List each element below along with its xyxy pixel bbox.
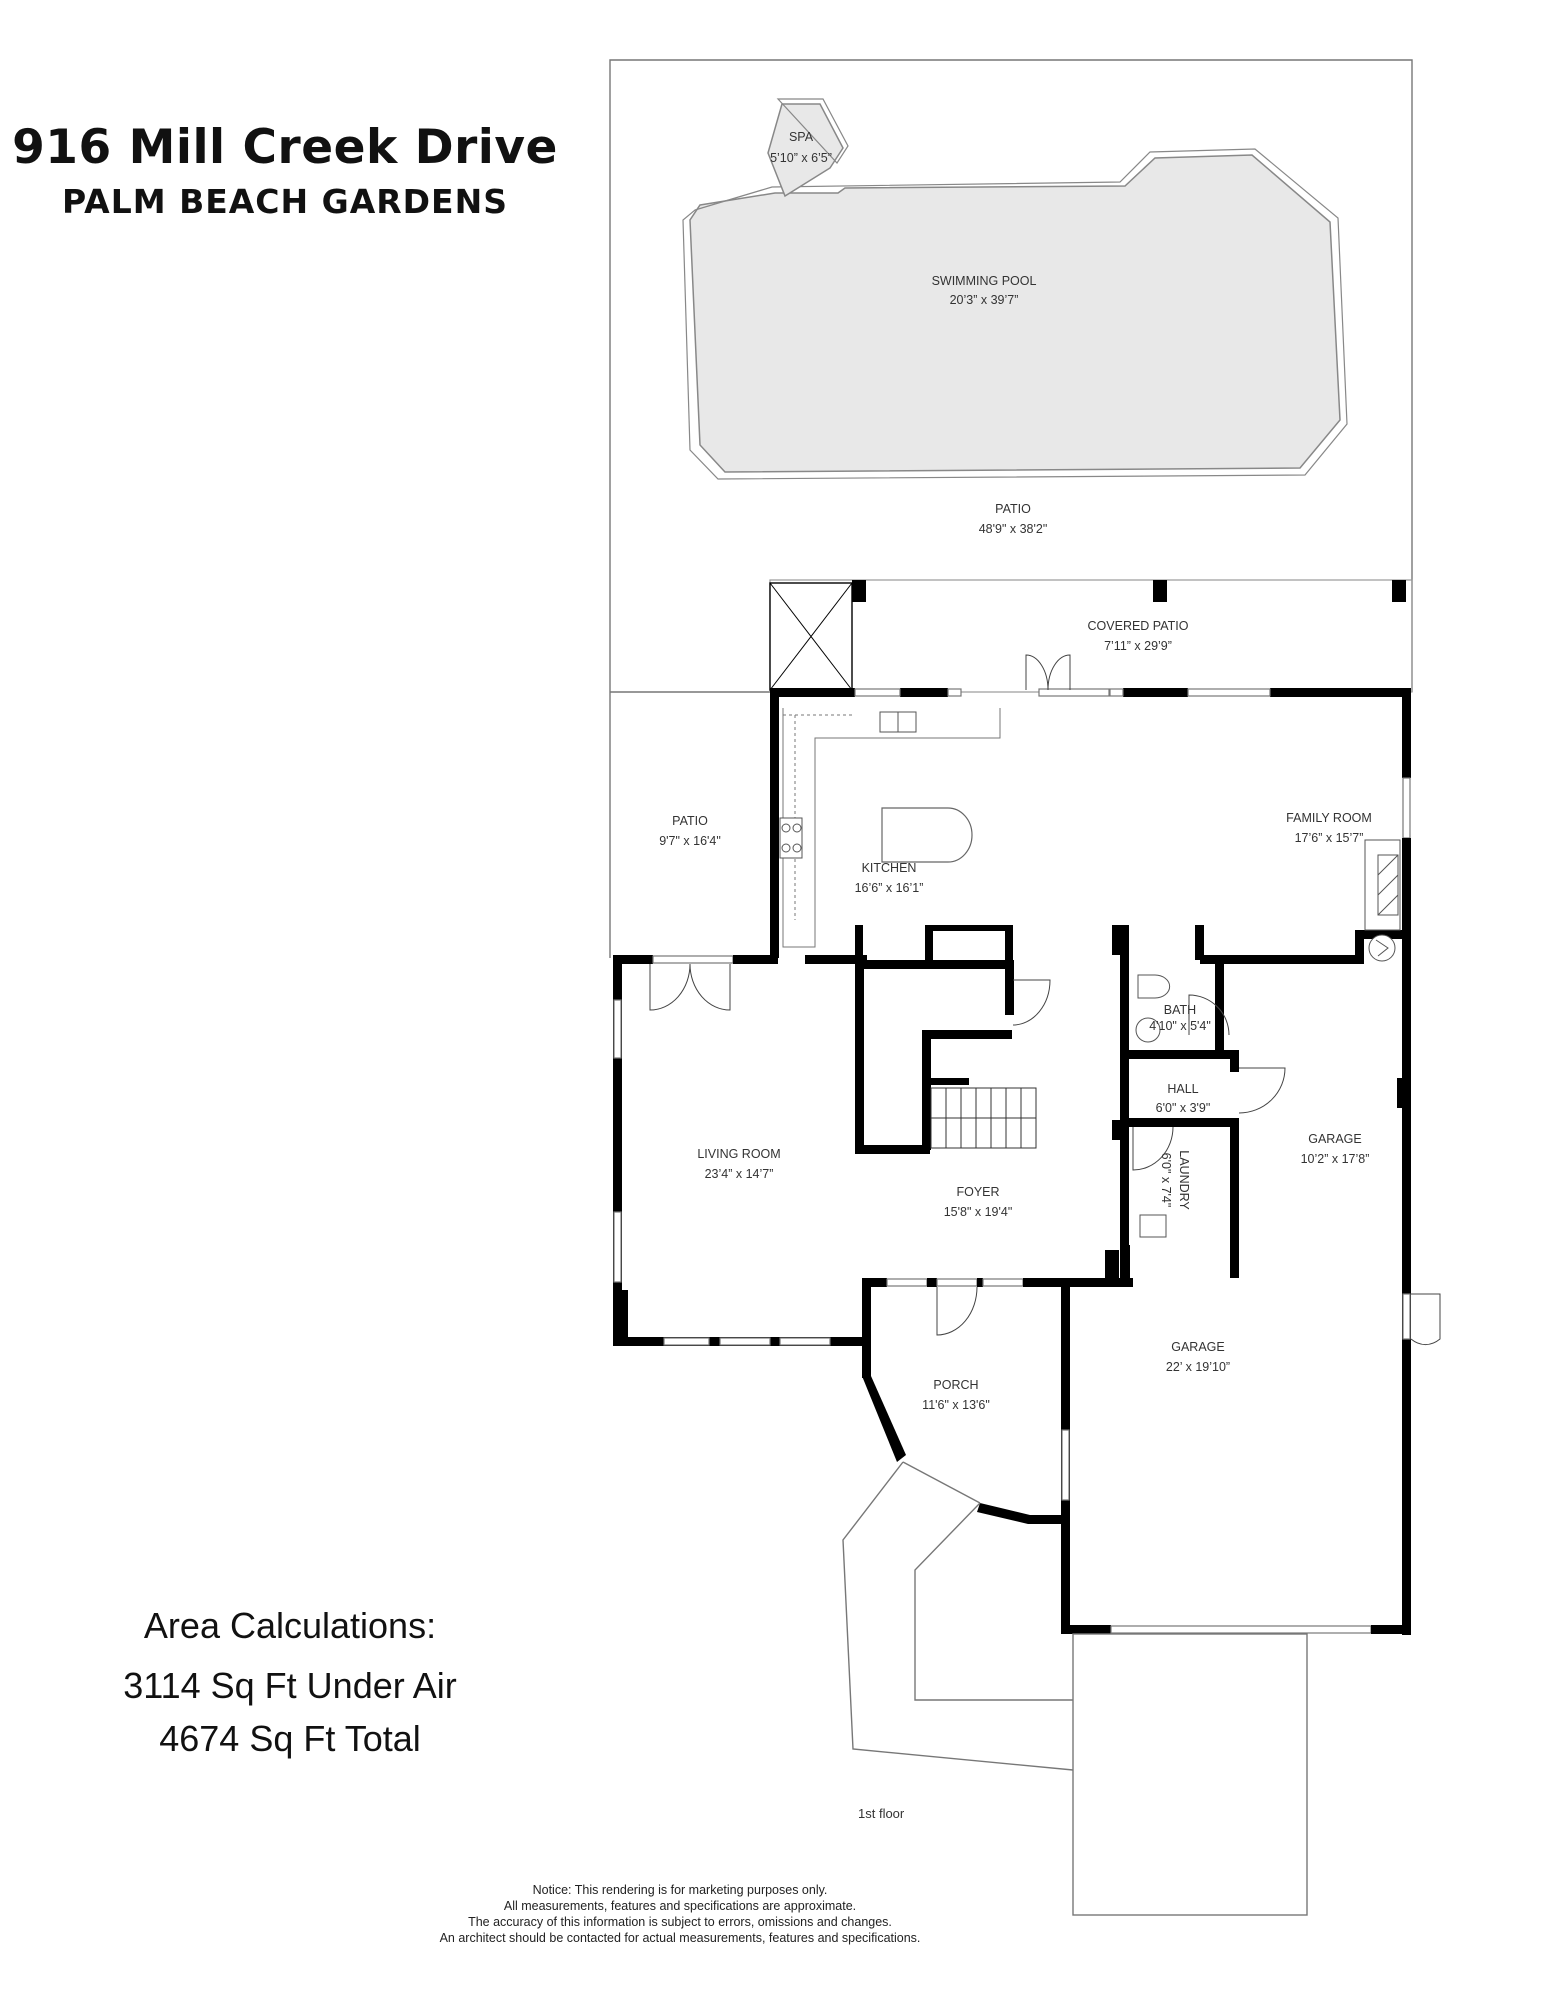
spa-dims: 5’10” x 6’5” — [770, 151, 832, 165]
laundry-name: LAUNDRY — [1177, 1150, 1191, 1210]
doors — [649, 654, 1441, 1346]
pool-name: SWIMMING POOL — [932, 274, 1037, 288]
garage-large-dims: 22’ x 19’10” — [1166, 1360, 1230, 1374]
kitchen-island — [881, 807, 973, 863]
notice-line: An architect should be contacted for act… — [439, 1931, 921, 1945]
laundry-sink-icon — [1139, 1214, 1167, 1238]
swimming-pool — [682, 148, 1348, 480]
foyer-dims: 15'8" x 19'4" — [944, 1205, 1013, 1219]
garage-small-dims: 10’2” x 17’8” — [1301, 1152, 1370, 1166]
area-calculations-heading: Area Calculations: — [143, 1605, 437, 1646]
patio-column — [1153, 580, 1167, 602]
storage-box — [769, 582, 853, 691]
walkway-outline — [842, 1461, 1074, 1771]
kitchen-dims: 16’6” x 16’1” — [855, 881, 924, 895]
stove-icon — [779, 817, 803, 859]
kitchen-name: KITCHEN — [862, 861, 917, 875]
staircase — [930, 1087, 1037, 1149]
laundry-dims: 6'0" x 7'4" — [1159, 1153, 1173, 1208]
disclaimer-notice: Notice: This rendering is for marketing … — [380, 1882, 980, 1946]
property-address: 916 Mill Creek Drive — [12, 120, 558, 175]
notice-line: The accuracy of this information is subj… — [468, 1915, 892, 1929]
covered-patio-outline — [769, 579, 1413, 693]
porch-name: PORCH — [933, 1378, 978, 1392]
area-total: 4674 Sq Ft Total — [159, 1718, 421, 1759]
spa — [767, 98, 849, 198]
property-city: PALM BEACH GARDENS — [62, 182, 508, 221]
patio-side-name: PATIO — [672, 814, 708, 828]
porch-dims: 11'6" x 13'6" — [922, 1398, 990, 1412]
fireplace-icon — [1364, 839, 1401, 931]
patio-column — [852, 580, 866, 602]
kitchen-sink-icon — [879, 711, 917, 733]
area-under-air: 3114 Sq Ft Under Air — [123, 1665, 457, 1706]
living-room-name: LIVING ROOM — [697, 1147, 780, 1161]
notice-line: Notice: This rendering is for marketing … — [532, 1883, 828, 1897]
patio-main-name: PATIO — [995, 502, 1031, 516]
floor-label: 1st floor — [858, 1806, 905, 1821]
patio-boundary — [609, 59, 1413, 692]
covered-patio-name: COVERED PATIO — [1088, 619, 1189, 633]
bath-dims: 4'10" x 5'4" — [1149, 1019, 1211, 1033]
foyer-name: FOYER — [956, 1185, 999, 1199]
water-heater-icon — [1368, 934, 1396, 962]
pool-dims: 20’3” x 39’7” — [950, 293, 1019, 307]
bath-sink-icon — [1135, 1017, 1161, 1043]
living-room-dims: 23’4” x 14’7” — [705, 1167, 774, 1181]
patio-column — [1392, 580, 1406, 602]
house-walls — [613, 688, 1411, 1635]
hall-name: HALL — [1167, 1082, 1198, 1096]
patio-side-dims: 9'7" x 16'4" — [659, 834, 721, 848]
hall-dims: 6'0" x 3'9" — [1156, 1101, 1211, 1115]
notice-line: All measurements, features and specifica… — [503, 1899, 857, 1913]
driveway-outline — [1072, 1633, 1308, 1916]
family-room-dims: 17’6” x 15’7” — [1295, 831, 1364, 845]
bath-name: BATH — [1164, 1003, 1196, 1017]
garage-small-name: GARAGE — [1308, 1132, 1362, 1146]
covered-patio-dims: 7’11” x 29’9” — [1104, 639, 1172, 653]
toilet-icon — [1137, 974, 1171, 999]
garage-large-name: GARAGE — [1171, 1340, 1225, 1354]
patio-main-dims: 48'9" x 38'2" — [979, 522, 1048, 536]
spa-name: SPA — [789, 130, 814, 144]
family-room-name: FAMILY ROOM — [1286, 811, 1372, 825]
